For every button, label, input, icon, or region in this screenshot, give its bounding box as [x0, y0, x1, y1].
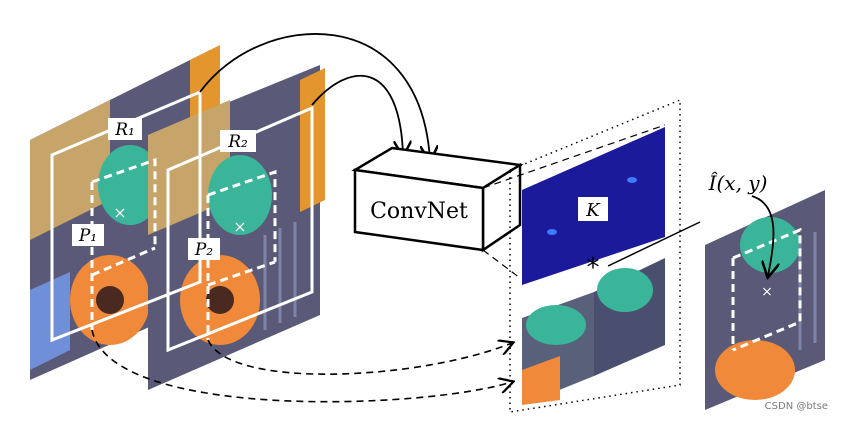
arrow-output-to-pixel	[751, 195, 773, 276]
output-connector-line	[607, 221, 701, 267]
arrow-p1-to-patch	[91, 329, 512, 403]
label-output: Î(x, y)	[708, 171, 768, 195]
projection-line-bottom	[482, 249, 521, 279]
convolution-operator: *	[587, 253, 600, 283]
label-r1: R₁	[114, 120, 135, 140]
projection-line-top	[482, 124, 666, 189]
watermark: CSDN @btse	[764, 401, 828, 412]
convnet-block: ConvNet	[351, 146, 524, 253]
center-marker-2: ×	[233, 217, 246, 236]
label-p1: P₁	[78, 226, 97, 246]
output-center-marker: ×	[761, 284, 773, 300]
arrow-p2-to-patch	[207, 340, 512, 375]
kernel-panel: K *	[509, 98, 681, 413]
arrow-r2-to-convnet	[311, 74, 403, 155]
region-r1: × R₁ P₁	[50, 89, 202, 343]
convnet-label: ConvNet	[370, 199, 468, 224]
output-frame: ×	[705, 190, 825, 410]
arrow-r1-to-convnet	[199, 33, 430, 160]
label-p2: P₂	[194, 240, 213, 260]
region-r2: × R₂ P₂	[166, 105, 314, 353]
center-marker-1: ×	[113, 203, 126, 222]
label-r2: R₂	[227, 132, 248, 152]
label-kernel: K	[585, 200, 601, 221]
